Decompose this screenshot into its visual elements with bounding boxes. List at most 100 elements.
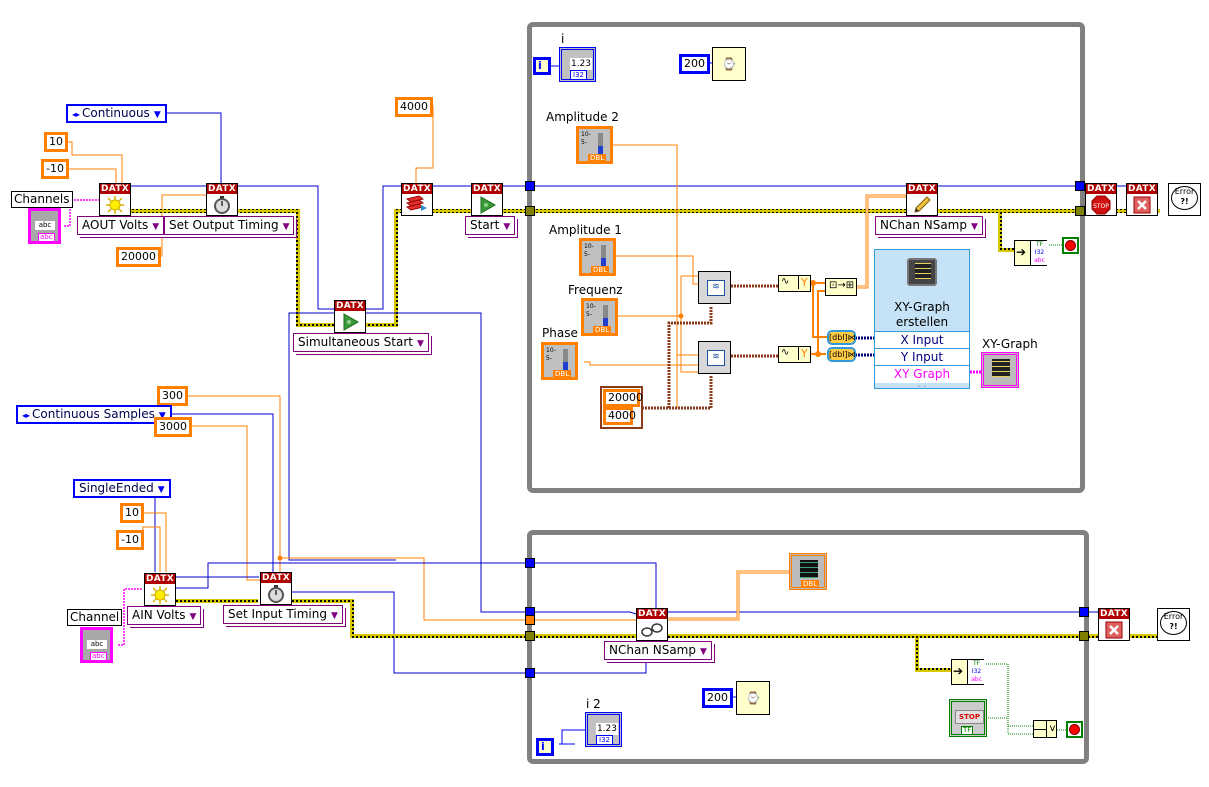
start-task-vi[interactable]: DATX <box>471 183 503 216</box>
lower-iteration-indicator[interactable]: 1.23 I32 <box>585 712 622 747</box>
xy-graph-icon <box>907 258 937 286</box>
timing-cluster-constant[interactable]: 20000 4000 <box>600 386 643 429</box>
amplitude1-label: Amplitude 1 <box>549 223 622 237</box>
input-min-value-constant[interactable]: -10 <box>116 530 144 550</box>
build-array-icon: ⊡→⊞ <box>829 280 855 291</box>
dropdown-arrow-icon: ▼ <box>503 222 511 232</box>
error-handler-lower[interactable]: Error?! <box>1157 608 1190 641</box>
dropdown-arrow-icon: ▼ <box>700 647 707 657</box>
cluster-samples[interactable]: 4000 <box>603 407 636 425</box>
clear-x-icon <box>1127 194 1157 215</box>
write-mode-selector[interactable]: NChan NSamp▼ <box>875 216 983 235</box>
frequency-slider[interactable]: 10-5- DBL <box>581 298 618 336</box>
waveform-graph-indicator[interactable]: DBL <box>789 553 827 590</box>
stop-sign-icon: STOP <box>1086 194 1116 215</box>
simultaneous-start-vi[interactable]: DATX <box>334 300 366 333</box>
buffer-size-constant[interactable]: 4000 <box>395 97 433 117</box>
channel-label: Channel <box>67 609 123 626</box>
create-channel-mode-selector[interactable]: AOUT Volts▼ <box>77 216 165 235</box>
amplitude2-label: Amplitude 2 <box>546 110 619 124</box>
play-icon <box>472 194 502 215</box>
unbundle-error-lower[interactable]: ➔ TF I32 abc <box>951 659 985 685</box>
wait-function[interactable]: ⌚ <box>712 47 746 81</box>
input-timing-mode-selector[interactable]: Set Input Timing▼ <box>223 605 343 624</box>
stop-task-vi[interactable]: DATX STOP <box>1085 183 1117 216</box>
samples-per-channel-constant[interactable]: 300 <box>157 386 188 406</box>
input-sample-rate-constant[interactable]: 3000 <box>154 417 192 437</box>
iteration-terminal: i <box>533 57 551 75</box>
create-channel-vi[interactable]: DATX <box>99 183 131 216</box>
amplitude1-slider[interactable]: 10-5- DBL <box>579 238 616 276</box>
arrow-right-icon: ➔ <box>953 664 964 678</box>
amplitude2-slider[interactable]: 10-5- DBL <box>576 126 613 164</box>
loop-condition-stop-lower[interactable] <box>1066 721 1083 738</box>
dropdown-arrow-icon: ▼ <box>971 222 978 232</box>
to-dynamic-data-y[interactable]: [dbl]⋈ <box>827 347 856 362</box>
error-tunnel-upper-right <box>1075 206 1085 216</box>
read-mode-selector[interactable]: NChan NSamp▼ <box>604 641 712 660</box>
task-tunnel-lower-3 <box>525 668 535 678</box>
get-waveform-y-2[interactable]: ∿ Y <box>778 346 811 363</box>
channels-label: Channels <box>11 191 73 208</box>
error-tunnel-upper-left <box>525 206 535 216</box>
get-waveform-y-1[interactable]: ∿ Y <box>778 275 811 292</box>
phase-slider[interactable]: 10-5- DBL <box>541 342 578 380</box>
expand-chevron-icon[interactable]: ⌄⌄ <box>916 381 928 389</box>
express-input-y[interactable]: Y Input <box>875 348 969 366</box>
unbundle-error-upper[interactable]: ➔ TF I32 abc <box>1014 240 1048 266</box>
express-output-xy-graph[interactable]: XY Graph <box>875 365 969 383</box>
lower-wait-function[interactable]: ⌚ <box>736 681 770 715</box>
simultaneous-start-selector[interactable]: Simultaneous Start▼ <box>293 333 429 352</box>
dropdown-arrow-icon: ▼ <box>282 222 290 232</box>
loop-condition-stop-upper[interactable] <box>1062 237 1079 254</box>
slider-fill <box>601 245 606 267</box>
iteration-indicator[interactable]: 1.23 I32 <box>559 47 596 82</box>
terminal-config-enum[interactable]: SingleEnded▼ <box>73 479 171 498</box>
max-value-constant[interactable]: 10 <box>44 132 68 152</box>
express-input-x[interactable]: X Input <box>875 331 969 349</box>
lower-wait-ms-constant[interactable]: 200 <box>702 688 733 708</box>
read-task-vi[interactable]: DATX <box>636 608 668 641</box>
input-create-channel-vi[interactable]: DATX <box>144 573 176 606</box>
clear-task-vi-upper[interactable]: DATX <box>1126 183 1158 216</box>
continuous-samples-enum[interactable]: ◂▸Continuous Samples▼ <box>16 405 172 424</box>
wait-ms-constant[interactable]: 200 <box>679 54 710 74</box>
speech-bubble-icon: Error?! <box>1160 611 1187 635</box>
input-max-value-constant[interactable]: 10 <box>120 503 144 523</box>
timing-mode-selector[interactable]: Set Output Timing▼ <box>164 216 295 235</box>
input-set-timing-vi[interactable]: DATX <box>260 572 292 605</box>
set-timing-vi[interactable]: DATX <box>206 183 238 216</box>
error-handler-upper[interactable]: Error?! <box>1168 183 1201 216</box>
cluster-sample-rate[interactable]: 20000 <box>603 389 643 407</box>
stop-button-control[interactable]: STOP TF <box>949 699 987 737</box>
xy-graph-indicator[interactable] <box>981 352 1019 388</box>
lower-while-loop[interactable] <box>527 530 1089 764</box>
input-create-channel-mode-selector[interactable]: AIN Volts▼ <box>127 606 202 625</box>
clear-task-vi-lower[interactable]: DATX <box>1098 608 1130 641</box>
configure-buffer-vi[interactable]: DATX <box>401 183 433 216</box>
or-function[interactable]: v <box>1033 720 1057 738</box>
sine-waveform-vi-2[interactable]: ≋ <box>698 341 731 374</box>
stop-condition-icon <box>1065 240 1076 251</box>
xy-graph-icon <box>992 359 1010 377</box>
dropdown-arrow-icon: ▼ <box>416 339 424 349</box>
numeric-tunnel-lower <box>525 615 535 625</box>
sample-rate-constant[interactable]: 20000 <box>116 247 161 267</box>
sample-mode-enum[interactable]: ◂▸Continuous▼ <box>66 104 167 123</box>
stopwatch-icon <box>207 194 237 215</box>
min-value-constant[interactable]: -10 <box>41 159 69 179</box>
lower-iteration-indicator-label: i 2 <box>586 697 601 711</box>
build-array-function[interactable]: ⊡→⊞ <box>825 278 857 296</box>
dropdown-arrow-icon: ▼ <box>189 612 197 622</box>
to-dynamic-data-x[interactable]: [dbl]⋈ <box>827 330 856 345</box>
channels-control[interactable]: abc abc <box>28 208 61 244</box>
sine-waveform-vi-1[interactable]: ≋ <box>698 271 731 304</box>
svg-text:STOP: STOP <box>1093 203 1109 210</box>
phase-label: Phase <box>542 326 578 340</box>
task-tunnel-upper-left <box>525 181 535 191</box>
write-task-vi[interactable]: DATX <box>906 183 938 216</box>
start-mode-selector[interactable]: Start▼ <box>465 216 516 235</box>
upper-while-loop[interactable] <box>527 22 1085 493</box>
channel-control[interactable]: abc abc <box>80 627 113 663</box>
